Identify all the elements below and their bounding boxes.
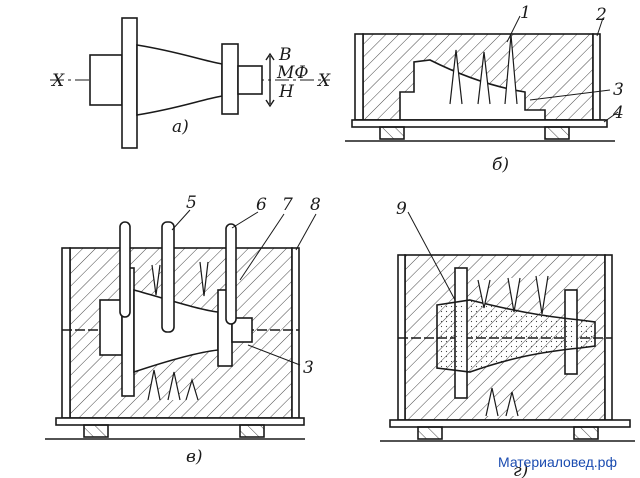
- pin-6-left: [119, 221, 131, 318]
- watermark: Материаловед.рф: [498, 454, 617, 470]
- num-3-b: 3: [613, 80, 624, 100]
- axis-mark-left: X: [50, 71, 65, 91]
- num-3-v: 3: [303, 358, 314, 378]
- panel-a-caption: а): [172, 117, 189, 137]
- num-7: 7: [282, 195, 293, 215]
- direction-up-label: В: [278, 45, 292, 65]
- molding-board: [351, 119, 608, 128]
- drag-flask-wall-right: [592, 33, 601, 121]
- panel-g-caption: г): [513, 461, 528, 478]
- num-9: 9: [396, 199, 407, 219]
- pattern-right-flange: [221, 43, 239, 115]
- support-left: [379, 126, 405, 140]
- num-1: 1: [520, 3, 531, 23]
- riser-pin-5: [161, 221, 175, 333]
- panel-b-drag: [345, 15, 619, 142]
- panel-b-caption: б): [492, 155, 509, 175]
- num-6: 6: [256, 195, 267, 215]
- direction-middle-label: МФ: [276, 63, 309, 83]
- direction-down-label: Н: [278, 82, 295, 102]
- pattern-flange: [121, 17, 138, 149]
- axis-mark-right: X: [316, 71, 331, 91]
- panel-g-mold: [380, 211, 635, 442]
- pin-6-right: [225, 223, 237, 325]
- num-5: 5: [186, 193, 197, 213]
- casting-core: [436, 299, 596, 373]
- support-right: [544, 126, 570, 140]
- panel-v-caption: в): [186, 447, 203, 467]
- panel-v-mold: [45, 209, 317, 440]
- pattern-shaft-end: [237, 65, 263, 95]
- pattern-cone: [136, 44, 223, 116]
- pattern-left-boss: [89, 54, 123, 106]
- num-2: 2: [595, 5, 607, 25]
- drag-flask-wall-left: [354, 33, 364, 121]
- num-4: 4: [612, 103, 624, 123]
- num-8: 8: [310, 195, 321, 215]
- panel-a-pattern: [50, 17, 330, 149]
